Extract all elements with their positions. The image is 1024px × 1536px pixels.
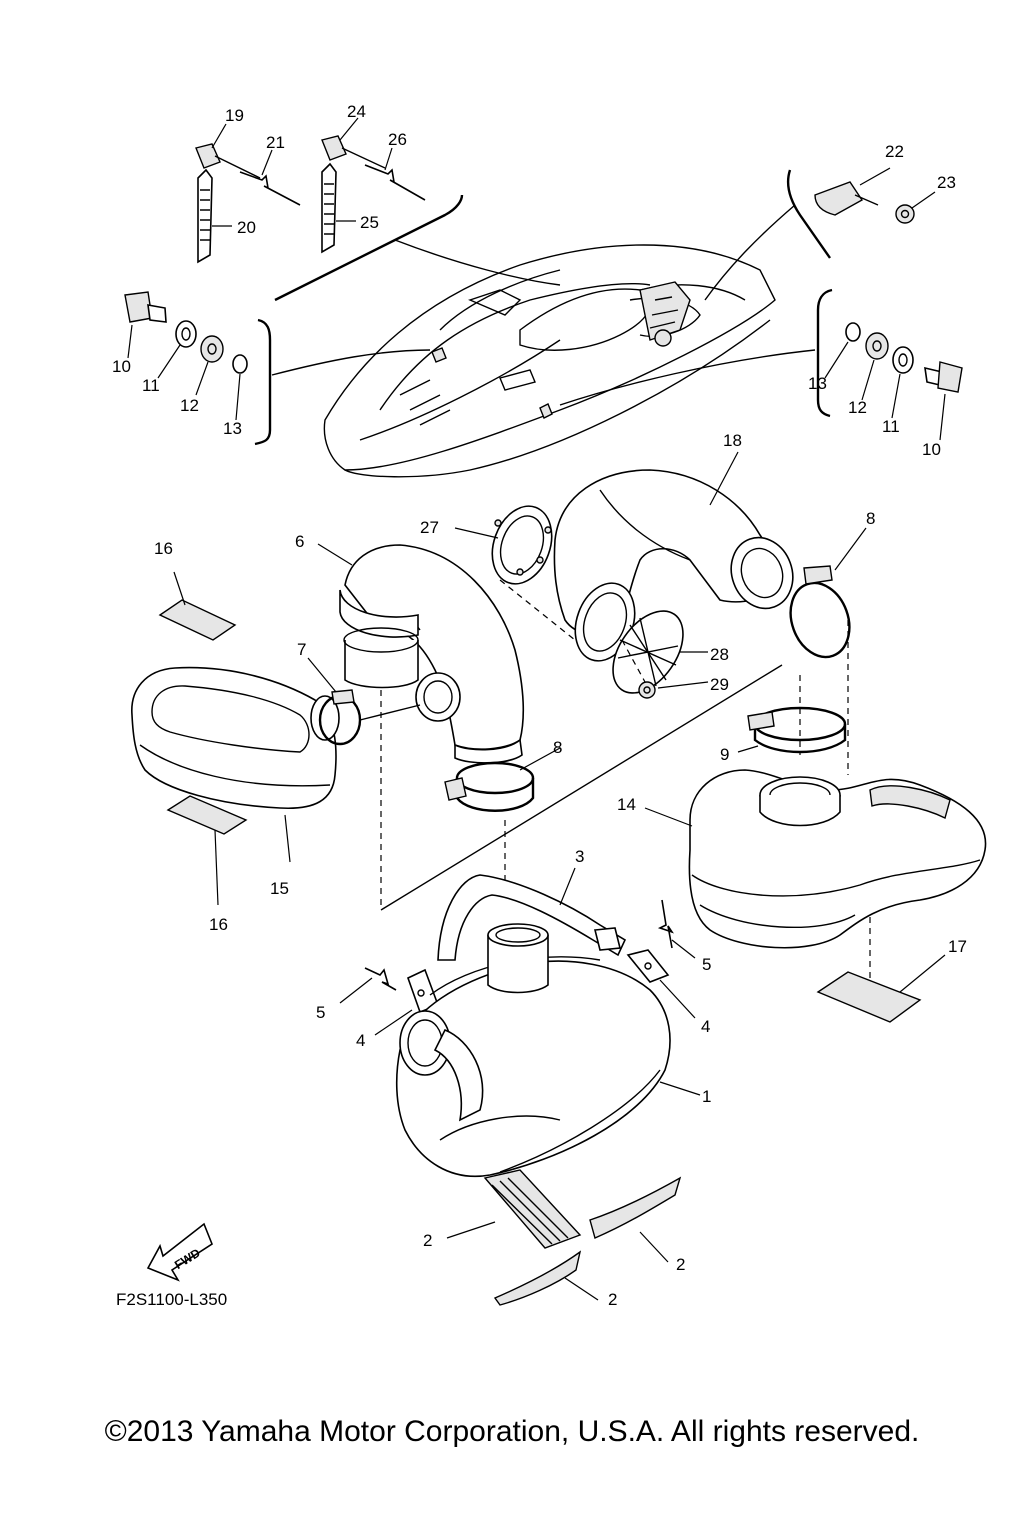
callout-labels: 1 2 2 2 2 3 4 4 5 5 6 7 8 8 9 10 10 11 1…: [112, 102, 967, 1309]
part-8-clamp-right: [789, 527, 867, 659]
part-8-clamp-left: [444, 747, 561, 812]
part-17-pad: [816, 954, 946, 1023]
callout-label: 7: [297, 640, 306, 659]
callout-label: 10: [922, 440, 941, 459]
part-3-strap: [437, 867, 627, 961]
callout-label: 8: [866, 509, 875, 528]
callout-label: 3: [575, 847, 584, 866]
part-2-mats: [446, 1169, 682, 1306]
callout-label: 15: [270, 879, 289, 898]
part-1-muffler: [395, 923, 701, 1178]
callout-label: 1: [702, 1087, 711, 1106]
callout-label: 16: [209, 915, 228, 934]
callout-label: 5: [702, 955, 711, 974]
callout-label: 13: [223, 419, 242, 438]
fastener-group-right: [559, 288, 963, 441]
callout-label: 8: [553, 738, 562, 757]
callout-label: 9: [720, 745, 729, 764]
part-16-pads: [158, 571, 248, 906]
callout-label: 22: [885, 142, 904, 161]
callout-label: 25: [360, 213, 379, 232]
callout-label: 2: [608, 1290, 617, 1309]
copyright-notice: ©2013 Yamaha Motor Corporation, U.S.A. A…: [104, 1415, 920, 1448]
callout-label: 12: [848, 398, 867, 417]
callout-label: 29: [710, 675, 729, 694]
callout-label: 26: [388, 130, 407, 149]
callout-label: 11: [882, 417, 900, 436]
callout-label: 18: [723, 431, 742, 450]
callout-label: 19: [225, 106, 244, 125]
callout-label: 6: [295, 532, 304, 551]
fastener-group-upper-right: [704, 167, 936, 301]
callout-label: 28: [710, 645, 729, 664]
part-28-screen: [612, 610, 708, 694]
callout-label: 12: [180, 396, 199, 415]
callout-label: 2: [423, 1231, 432, 1250]
callout-label: 5: [316, 1003, 325, 1022]
callout-label: 21: [266, 133, 285, 152]
fastener-group-left: [124, 291, 431, 446]
part-15-air-box: [131, 666, 340, 863]
part-5-rivets: [339, 899, 696, 1004]
part-14-resonator: [644, 769, 987, 949]
callout-label: 20: [237, 218, 256, 237]
drawing-code: F2S1100-L350: [116, 1290, 228, 1309]
part-4-brackets: [374, 949, 696, 1036]
part-9-clamp: [737, 706, 847, 754]
exploded-parts-diagram: FWD 1 2 2 2 2 3 4 4 5 5 6 7 8 8 9 10 10 …: [112, 102, 987, 1309]
callout-label: 14: [617, 795, 636, 814]
fwd-arrow-icon: FWD: [146, 1222, 213, 1282]
part-6-duct: [317, 543, 525, 910]
fastener-group-upper-left: [195, 117, 561, 302]
callout-label: 13: [808, 374, 827, 393]
watercraft-illustration: [323, 244, 776, 478]
part-7-clamp: [307, 657, 421, 746]
callout-label: 17: [948, 937, 967, 956]
callout-label: 11: [142, 376, 160, 395]
callout-label: 24: [347, 102, 366, 121]
callout-label: 4: [701, 1017, 710, 1036]
callout-label: 4: [356, 1031, 365, 1050]
callout-label: 10: [112, 357, 131, 376]
callout-label: 27: [420, 518, 439, 537]
callout-label: 16: [154, 539, 173, 558]
part-29-nut: [621, 639, 709, 699]
callout-label: 23: [937, 173, 956, 192]
part-27-ring: [454, 505, 576, 641]
callout-label: 2: [676, 1255, 685, 1274]
part-18-duct: [553, 451, 794, 662]
